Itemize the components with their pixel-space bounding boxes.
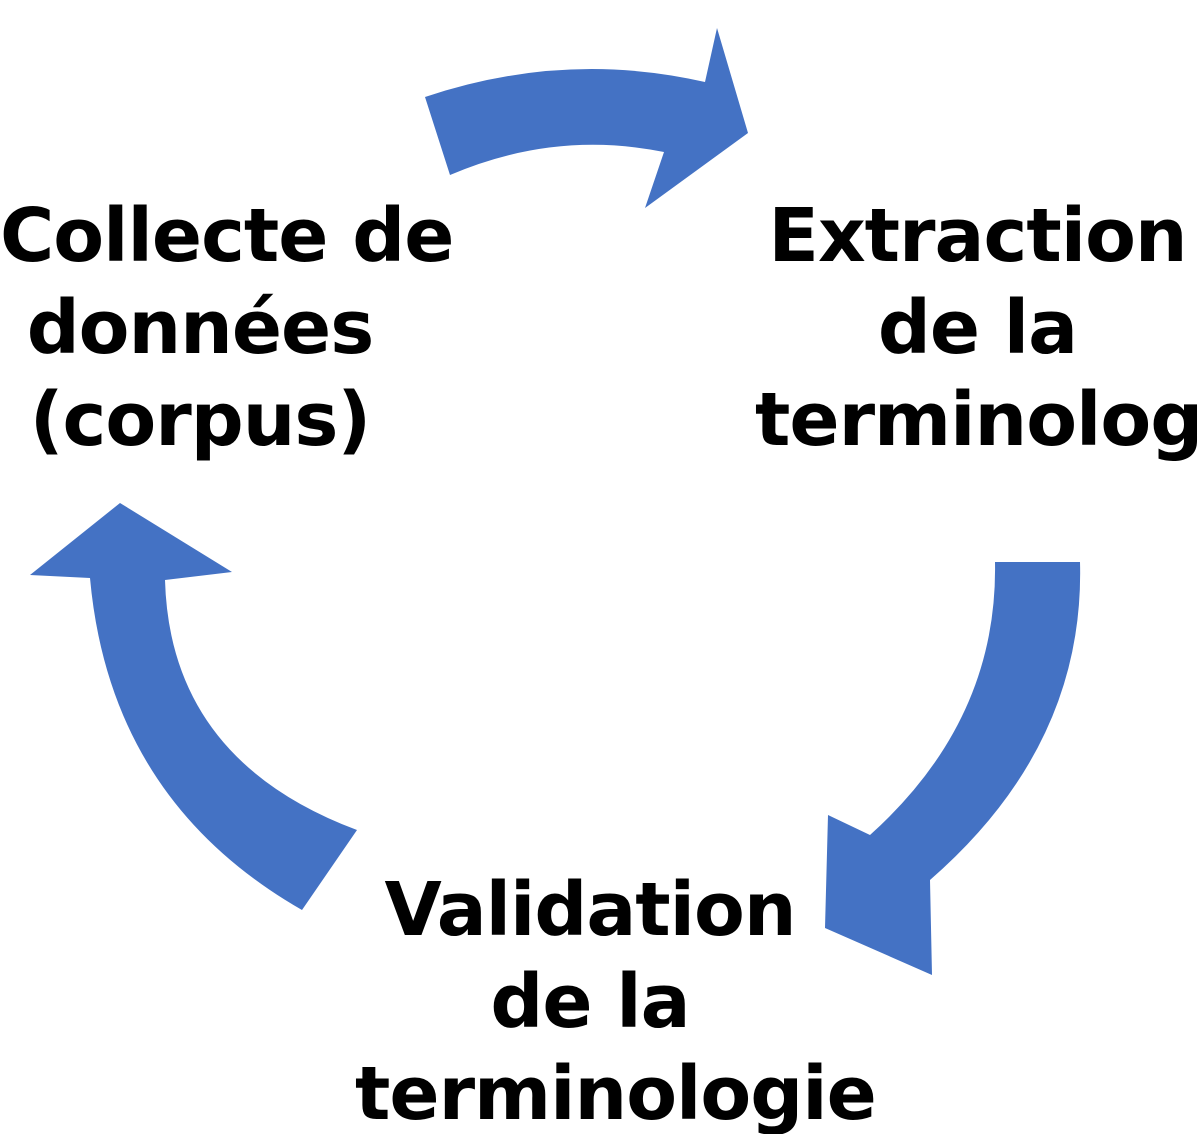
arrow-extract-to-validate: [825, 562, 1081, 975]
node-extraction: Extraction de la terminologie: [755, 190, 1200, 466]
node-text-line: Extraction: [768, 193, 1187, 279]
node-text-line: (corpus): [29, 377, 372, 463]
arrow-validate-to-collect: [30, 503, 357, 910]
node-text-line: Collecte de: [0, 193, 454, 279]
arrow-collect-to-extract: [425, 28, 748, 208]
node-text-line: données: [26, 285, 375, 371]
node-text-line: terminologie: [355, 1051, 877, 1134]
node-collecte-de-donnees: Collecte de données (corpus): [0, 190, 454, 466]
node-text-line: de la: [490, 959, 690, 1045]
node-validation: Validation de la terminologie: [355, 864, 877, 1134]
node-text-line: terminologie: [755, 377, 1200, 463]
node-text-line: Validation: [384, 867, 796, 953]
node-text-line: de la: [877, 285, 1078, 371]
